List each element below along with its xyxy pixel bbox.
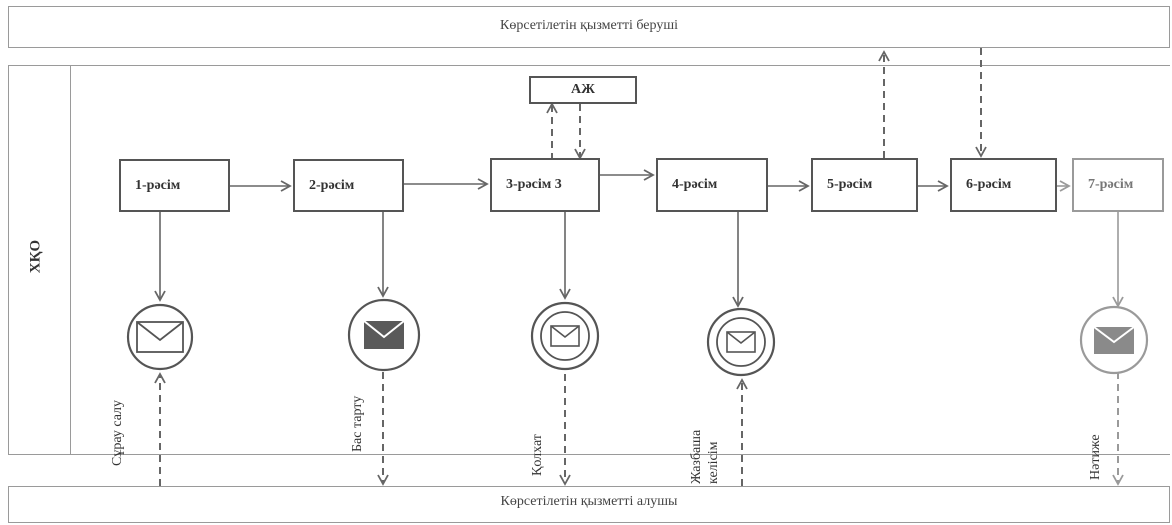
center-lane-divider [70, 65, 71, 455]
event-3-label: Қолхат [530, 434, 545, 476]
step-6-box: 6-рәсім [950, 158, 1057, 212]
event-4-label: Жазбаша келісім [689, 429, 721, 484]
event-envelope-filled-light-icon [1079, 305, 1149, 375]
provider-lane-title: Көрсетілетін қызметті беруші [499, 18, 679, 33]
receiver-lane: Көрсетілетін қызметті алушы [8, 486, 1170, 523]
step-3-box: 3-рәсім 3 [490, 158, 600, 212]
step-1-label: 1-рәсім [135, 177, 181, 193]
event-5-label: Нәтиже [1088, 434, 1103, 480]
event-envelope-outline-icon [126, 303, 194, 371]
step-5-label: 5-рәсім [827, 177, 873, 192]
step-7-label: 7-рәсім [1088, 177, 1134, 192]
system-label: АЖ [571, 82, 595, 97]
provider-lane: Көрсетілетін қызметті беруші [8, 6, 1170, 48]
event-envelope-filled-icon [347, 298, 421, 372]
system-box: АЖ [529, 76, 637, 104]
step-7-box: 7-рәсім [1072, 158, 1164, 212]
step-6-label: 6-рәсім [966, 177, 1012, 192]
event-envelope-double-ring-icon [530, 301, 600, 371]
step-4-label: 4-рәсім [672, 177, 718, 192]
step-2-box: 2-рәсім [293, 159, 404, 212]
step-3-label: 3-рәсім 3 [506, 177, 562, 192]
step-1-box: 1-рәсім [119, 159, 230, 212]
event-envelope-double-ring-icon [706, 307, 776, 377]
step-2-label: 2-рәсім [309, 177, 355, 193]
event-2-label: Бас тарту [350, 395, 365, 452]
center-lane [8, 65, 1170, 455]
receiver-lane-title: Көрсетілетін қызметті алушы [500, 494, 678, 509]
step-5-box: 5-рәсім [811, 158, 918, 212]
step-4-box: 4-рәсім [656, 158, 768, 212]
event-1-label: Сұрау салу [110, 399, 125, 466]
